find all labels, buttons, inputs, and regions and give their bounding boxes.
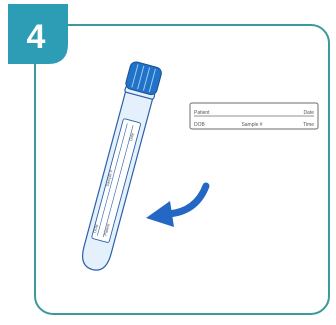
sample-label: Patient Date DOB Sample # Time bbox=[190, 103, 318, 129]
label-dob: DOB bbox=[194, 122, 206, 128]
step-number: 4 bbox=[27, 18, 46, 56]
step-frame bbox=[35, 25, 329, 314]
label-date: Date bbox=[303, 110, 314, 116]
label-time: Time bbox=[303, 122, 314, 128]
label-sample: Sample # bbox=[241, 122, 262, 128]
label-patient: Patient bbox=[194, 110, 210, 116]
step-badge: 4 bbox=[8, 4, 68, 64]
